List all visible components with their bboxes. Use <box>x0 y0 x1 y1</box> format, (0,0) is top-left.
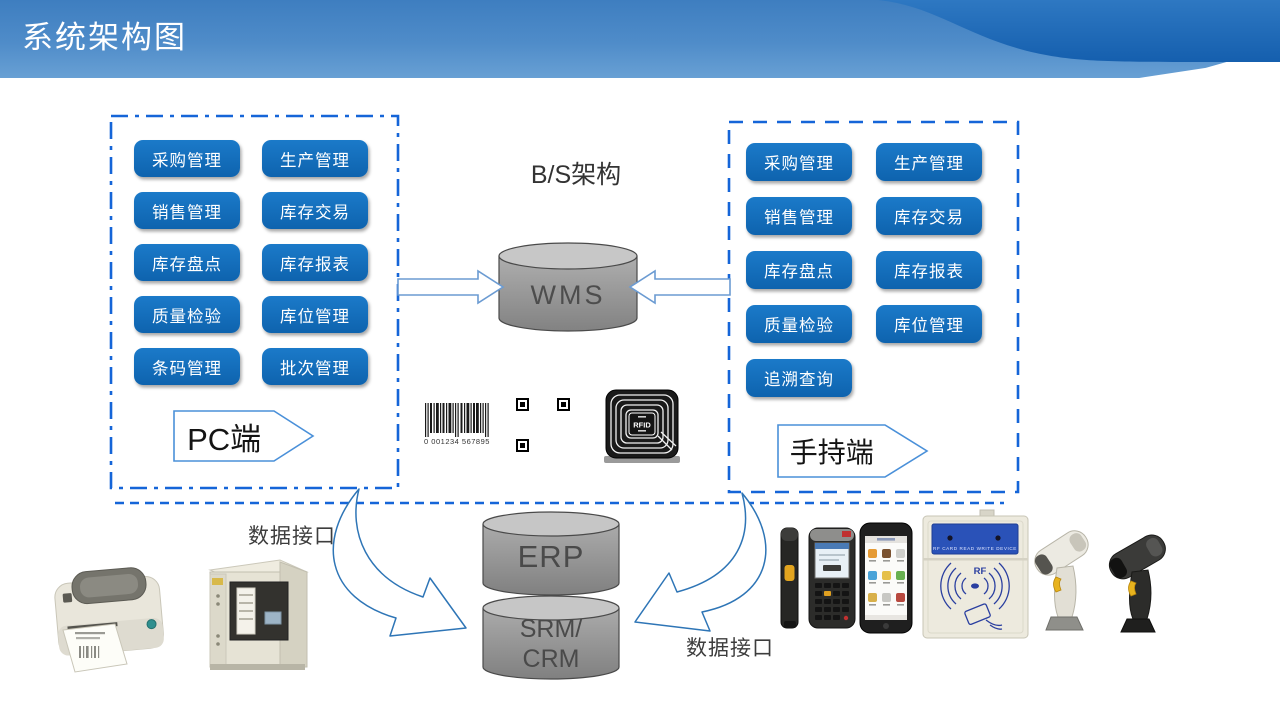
module-button: 销售管理 <box>746 197 852 235</box>
qr-finder <box>557 398 570 411</box>
pc-to-wms-arrow <box>397 269 505 305</box>
module-button: 追溯查询 <box>746 359 852 397</box>
module-button: 采购管理 <box>746 143 852 181</box>
wms-database-cylinder: WMS <box>498 242 638 332</box>
qr-code-image <box>515 397 571 453</box>
barcode-digits: 0 001234 567895 <box>424 437 490 446</box>
industrial-label-printer-image <box>208 559 309 670</box>
module-button: 库存报表 <box>262 244 368 281</box>
module-button: 采购管理 <box>134 140 240 177</box>
reader-rf-label: RF <box>974 566 987 577</box>
module-button: 库存盘点 <box>746 251 852 289</box>
module-button: 库存交易 <box>876 197 982 235</box>
erp-database-cylinder: ERP <box>482 511 620 596</box>
desktop-label-printer-image <box>54 567 164 673</box>
rfid-tag-image: RFID <box>604 389 680 463</box>
smartphone-image <box>859 522 913 634</box>
rfid-card-reader-image: RF CARD READ WRITE DEVICE RF <box>922 509 1029 639</box>
module-button: 条码管理 <box>134 348 240 385</box>
pc-tag-label: PC端 <box>187 421 262 457</box>
pc-panel: 采购管理 生产管理 销售管理 库存交易 库存盘点 库存报表 质量检验 库位管理 … <box>111 116 398 488</box>
module-button: 库存盘点 <box>134 244 240 281</box>
bs-architecture-label: B/S架构 <box>530 161 622 189</box>
handheld-to-erp-curved-arrow <box>634 492 767 632</box>
module-button: 生产管理 <box>876 143 982 181</box>
barcode-scanner-black-image <box>1108 534 1166 633</box>
barcode-scanner-white-image <box>1034 530 1089 631</box>
handheld-pda-side-image <box>780 527 799 629</box>
srm-label: SRM/ <box>520 615 583 643</box>
rfid-tag-label: RFID <box>633 421 651 430</box>
module-button: 批次管理 <box>262 348 368 385</box>
handheld-panel: 采购管理 生产管理 销售管理 库存交易 库存盘点 库存报表 质量检验 库位管理 … <box>729 122 1018 492</box>
data-interface-label-right: 数据接口 <box>686 637 774 660</box>
wms-label: WMS <box>531 280 606 310</box>
handheld-tag-label: 手持端 <box>789 437 874 468</box>
module-button: 库存交易 <box>262 192 368 229</box>
barcode-image: 0 001234 567895 <box>422 400 492 446</box>
srm-crm-database-cylinder: SRM/ CRM <box>482 595 620 680</box>
module-button: 质量检验 <box>746 305 852 343</box>
page-title: 系统架构图 <box>22 20 187 55</box>
data-interface-label-left: 数据接口 <box>248 525 336 548</box>
header-swoosh <box>878 0 1280 63</box>
pc-to-erp-curved-arrow <box>332 488 467 637</box>
module-button: 生产管理 <box>262 140 368 177</box>
reader-strip-label: RF CARD READ WRITE DEVICE <box>933 546 1017 551</box>
rugged-pda-terminal-image <box>808 527 856 629</box>
module-button: 销售管理 <box>134 192 240 229</box>
crm-label: CRM <box>523 645 580 673</box>
module-button: 质量检验 <box>134 296 240 333</box>
qr-finder <box>516 439 529 452</box>
module-button: 库位管理 <box>262 296 368 333</box>
erp-label: ERP <box>518 539 585 574</box>
pc-tag: PC端 <box>173 410 315 462</box>
qr-finder <box>516 398 529 411</box>
module-button: 库存报表 <box>876 251 982 289</box>
handheld-to-wms-arrow <box>628 269 731 305</box>
module-button: 库位管理 <box>876 305 982 343</box>
handheld-tag: 手持端 <box>777 424 929 478</box>
